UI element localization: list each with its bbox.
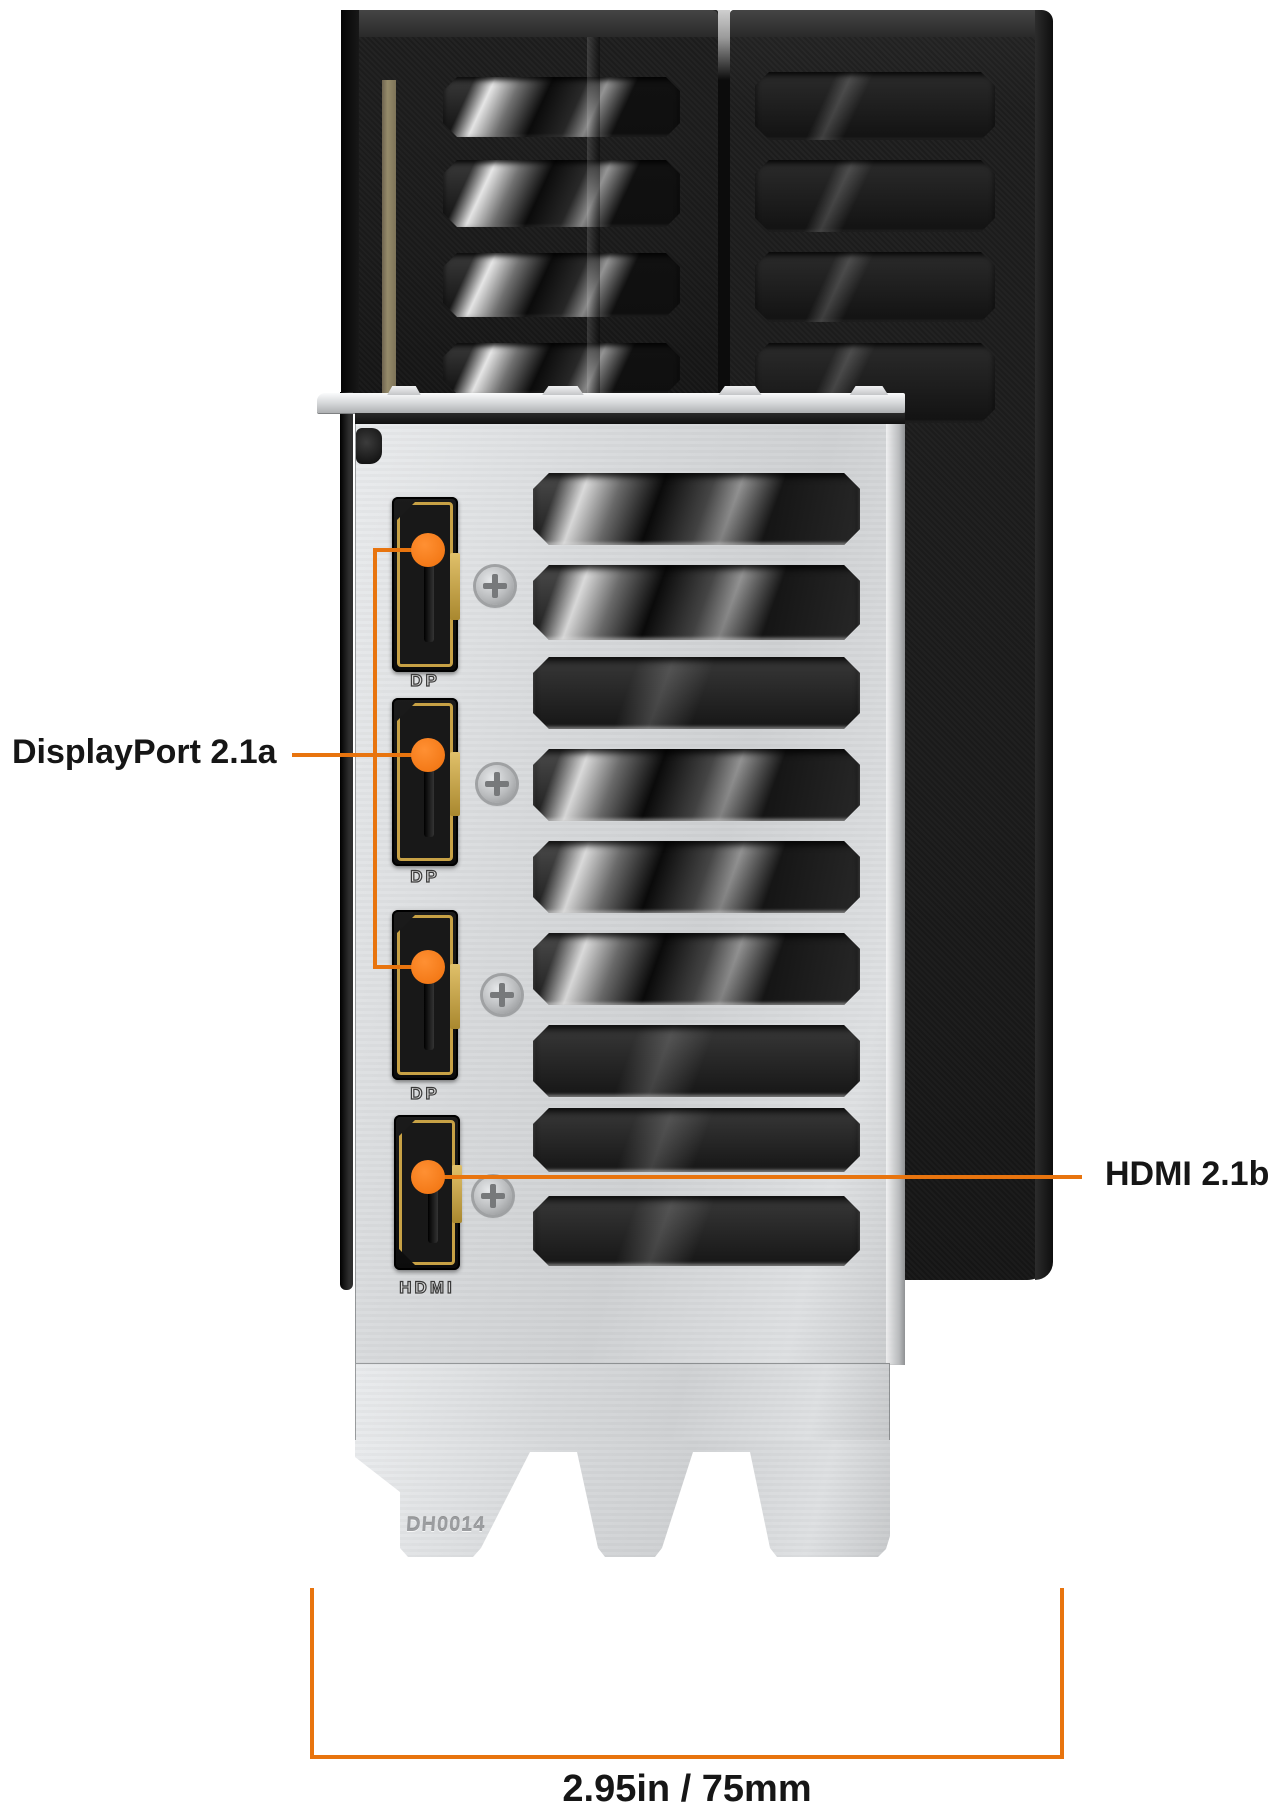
bracket-stamp: DH0014 xyxy=(405,1514,487,1536)
dp-port-3-label: DP xyxy=(410,1083,440,1103)
bracket-vent-slot xyxy=(533,1108,860,1172)
dp-port-1-marker-dot xyxy=(411,533,445,567)
dp-port-3-tongue xyxy=(424,970,434,1051)
bracket-top-flange xyxy=(317,393,905,413)
bracket-vent-slot xyxy=(533,565,860,640)
bracket-flange-hook xyxy=(849,386,889,395)
hdmi-port-tongue xyxy=(428,1170,438,1242)
shroud-top-bevel xyxy=(341,10,718,37)
dp-port-2 xyxy=(392,698,460,866)
hdmi-callout-line xyxy=(428,1175,1082,1179)
dp-port-3-contact-tab xyxy=(450,964,460,1029)
shroud-top-bevel xyxy=(730,10,1053,37)
shroud-vent xyxy=(755,72,995,140)
dp-port-2-tongue xyxy=(424,757,434,837)
bracket-flange-hook xyxy=(542,386,584,395)
bracket-rivet xyxy=(356,428,382,464)
shroud-fold-bevel xyxy=(587,37,600,394)
shroud-seam xyxy=(718,10,730,424)
hdmi-callout-label: HDMI 2.1b xyxy=(1105,1155,1270,1193)
bracket-flange-hook xyxy=(387,386,421,395)
dimension-baseline xyxy=(310,1755,1064,1759)
bracket-screw-3 xyxy=(483,976,521,1014)
bracket-vent-slot xyxy=(533,749,860,821)
hdmi-port-contact-tab xyxy=(452,1164,462,1224)
card-right-edge xyxy=(1035,10,1053,1280)
bracket-vent-slot xyxy=(533,1025,860,1097)
bracket-screw-4 xyxy=(474,1177,512,1215)
shroud-vent xyxy=(443,343,680,394)
shroud-vent xyxy=(755,252,995,322)
bracket-vent-slot xyxy=(533,657,860,729)
hdmi-port-label: HDMI xyxy=(399,1277,455,1297)
dp-port-1-label: DP xyxy=(410,670,440,690)
dp-port-1 xyxy=(392,497,460,672)
dp-port-3 xyxy=(392,910,460,1080)
bracket-flange-hook xyxy=(718,386,762,395)
shroud-vent xyxy=(443,253,680,317)
shroud-vent xyxy=(443,160,680,227)
dp-port-1-tongue xyxy=(424,559,434,642)
bracket-vent-slot xyxy=(533,1196,860,1266)
dp-port-2-label: DP xyxy=(410,866,440,886)
dp-callout-vertical-line xyxy=(373,548,377,969)
dp-port-1-contact-tab xyxy=(450,553,460,620)
dimension-label: 2.95in / 75mm xyxy=(562,1768,812,1810)
bracket-flange-shadow xyxy=(355,413,905,424)
card-left-edge xyxy=(341,10,359,394)
bracket-vent-slot xyxy=(533,473,860,545)
pcb-edge-strip xyxy=(382,80,396,394)
bracket-vent-slot xyxy=(533,841,860,913)
bracket-screw-2 xyxy=(478,765,516,803)
bracket-screw-1 xyxy=(476,567,514,605)
dp-port-2-contact-tab xyxy=(450,751,460,816)
shroud-vent xyxy=(755,160,995,232)
bracket-vent-slot xyxy=(533,933,860,1005)
card-edge-strip xyxy=(340,392,353,1290)
dp-callout-stub-bottom xyxy=(373,965,428,969)
card-shroud-left-block xyxy=(341,10,718,394)
dp-port-3-gold-frame xyxy=(397,915,453,1075)
shroud-vent xyxy=(443,77,680,137)
displayport-callout-label: DisplayPort 2.1a xyxy=(12,733,277,771)
io-bracket-bottom-tabs xyxy=(355,1440,890,1557)
dimension-tick-right xyxy=(1060,1588,1064,1759)
dimension-tick-left xyxy=(310,1588,314,1759)
io-bracket-plate-lower xyxy=(355,1363,890,1443)
dp-callout-line xyxy=(292,753,428,757)
dp-port-2-gold-frame xyxy=(397,703,453,861)
io-bracket-right-bevel xyxy=(886,423,905,1365)
dp-callout-stub-top xyxy=(373,548,428,552)
hdmi-port-marker-dot xyxy=(411,1160,445,1194)
dp-port-2-marker-dot xyxy=(411,738,445,772)
dp-port-3-marker-dot xyxy=(411,950,445,984)
dp-port-1-gold-frame xyxy=(397,502,453,667)
